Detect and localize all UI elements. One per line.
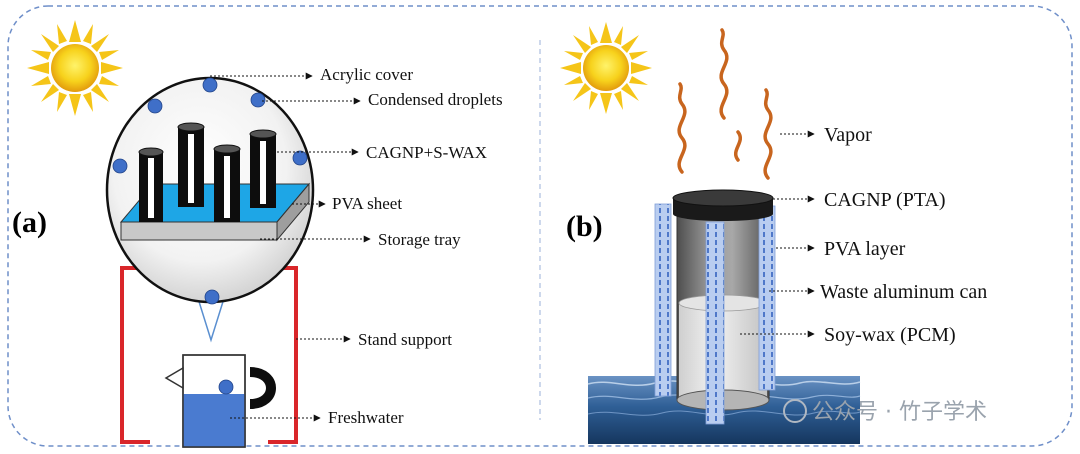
pva-layer [654, 203, 776, 425]
label-cagnp-pta: CAGNP (PTA) [824, 189, 946, 211]
cagnp-columns [138, 122, 277, 222]
outer-frame [7, 5, 1073, 447]
label-freshwater: Freshwater [328, 408, 404, 427]
watermark-text: 公众号 · 竹子学术 [812, 400, 987, 425]
label-vapor: Vapor [824, 124, 872, 146]
cagnp-pta-top [672, 189, 774, 221]
column-3 [213, 144, 241, 222]
panel-b: (b) Vapor CAGNP (PTA) PVA layer Waste al… [560, 22, 987, 444]
panel-b-tag: (b) [566, 210, 603, 243]
wechat-icon [783, 399, 807, 423]
watermark: 公众号 · 竹子学术 [783, 399, 987, 425]
vapor-wisps [677, 28, 773, 180]
column-4 [249, 129, 277, 208]
stand-right [268, 266, 298, 444]
label-storage-tray: Storage tray [378, 230, 461, 249]
panel-a-tag: (a) [12, 206, 47, 239]
column-2 [177, 122, 205, 207]
condensed-droplets [112, 77, 308, 305]
storage-tray-side [276, 182, 310, 242]
label-soy-wax: Soy-wax (PCM) [824, 324, 956, 346]
freshwater-jug [164, 354, 276, 448]
label-pva-sheet: PVA sheet [332, 194, 402, 213]
label-stand-support: Stand support [358, 330, 452, 349]
label-acrylic-cover: Acrylic cover [320, 65, 413, 84]
panel-a: (a) Acrylic cover Condensed droplets CAG… [12, 20, 503, 448]
storage-tray [120, 221, 278, 241]
column-1 [138, 147, 164, 222]
sun-icon [560, 22, 652, 114]
label-pva-layer: PVA layer [824, 238, 906, 260]
sun-icon [27, 20, 123, 116]
label-waste-aluminum-can: Waste aluminum can [820, 281, 987, 303]
stand-left [120, 266, 150, 444]
label-cagnp-swax: CAGNP+S-WAX [366, 143, 487, 162]
label-condensed-droplets: Condensed droplets [368, 90, 503, 109]
